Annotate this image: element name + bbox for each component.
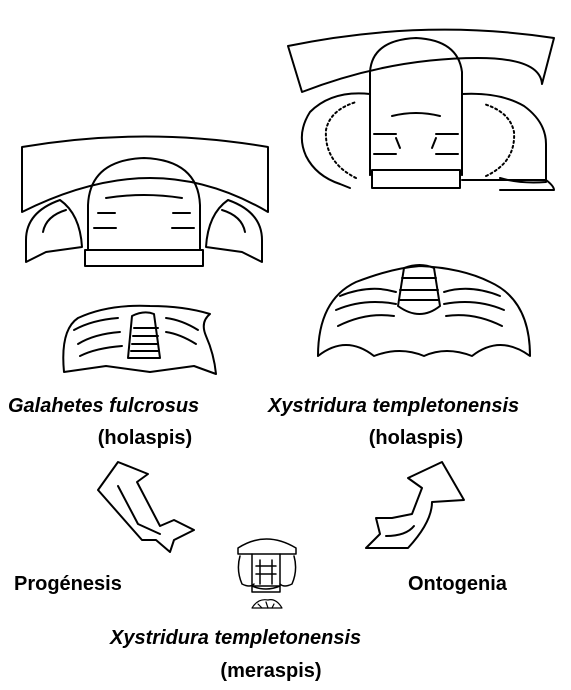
meraspis-fragment [252, 600, 282, 608]
galahetes-pygidium [63, 306, 216, 374]
arrow-ontogenia [366, 462, 464, 548]
left-species-label: Galahetes fulcrosus [8, 394, 199, 418]
meraspis-specimen [238, 539, 296, 592]
xystridura-pygidium [318, 265, 530, 356]
left-process-label: Progénesis [14, 572, 122, 596]
right-process-label: Ontogenia [408, 572, 507, 596]
bottom-species-label: Xystridura templetonensis [110, 626, 361, 650]
bottom-stage-label: (meraspis) [206, 659, 336, 683]
right-stage-label: (holaspis) [356, 426, 476, 450]
left-stage-label: (holaspis) [90, 426, 200, 450]
right-species-label: Xystridura templetonensis [268, 394, 519, 418]
arrow-progenesis [98, 462, 194, 552]
galahetes-cranidium [22, 137, 268, 267]
xystridura-cranidium [288, 30, 554, 190]
